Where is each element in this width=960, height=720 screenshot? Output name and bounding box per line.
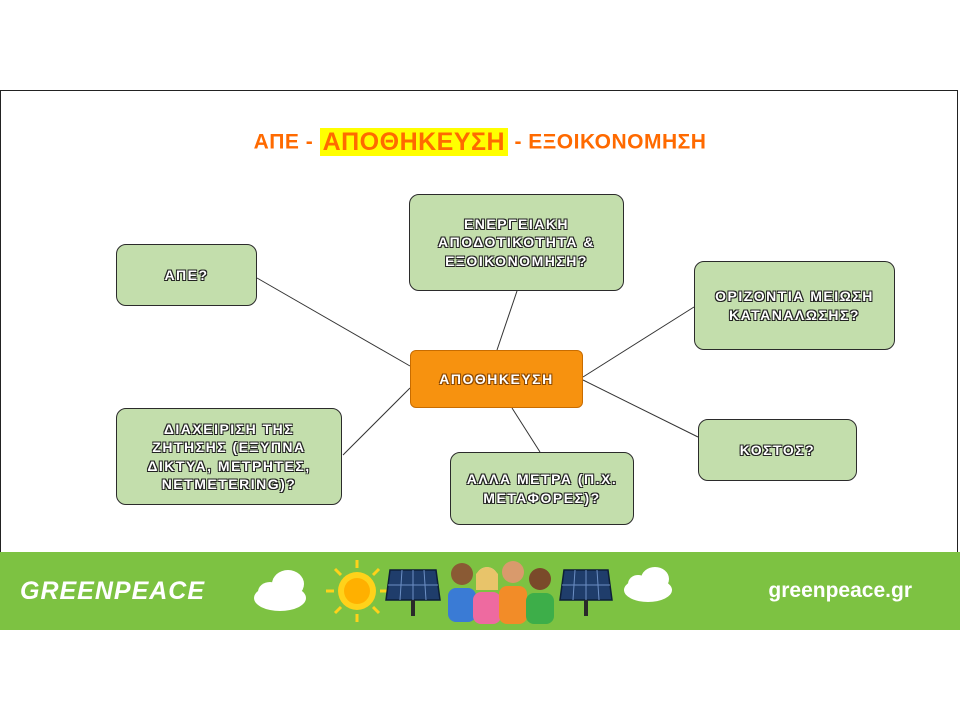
link-demand: [342, 387, 411, 456]
sun-icon: [326, 560, 388, 622]
cloud-icon: [624, 567, 672, 602]
footer-illustration: [254, 560, 672, 624]
node-res: ΑΠΕ?: [116, 244, 257, 306]
people-icon: [448, 561, 554, 624]
link-cost: [582, 379, 699, 438]
node-demand: ΔΙΑΧΕΙΡΙΣΗ ΤΗΣ ΖΗΤΗΣΗΣ (ΕΞΥΠΝΑ ΔΙΚΤΥΑ, Μ…: [116, 408, 342, 505]
link-res: [256, 277, 411, 367]
node-efficiency: ΕΝΕΡΓΕΙΑΚΗ ΑΠΟΔΟΤΙΚΟΤΗΤΑ & ΕΞΟΙΚΟΝΟΜΗΣΗ?: [409, 194, 624, 291]
website-link[interactable]: greenpeace.gr: [768, 579, 912, 602]
title-part-storage: ΑΠΟΘΗΚΕΥΣΗ: [319, 128, 509, 156]
title-part-res: ΑΠΕ -: [253, 130, 314, 154]
link-other: [511, 407, 541, 453]
cloud-icon: [254, 570, 306, 611]
solar-panel-icon: [385, 569, 441, 616]
node-storage: ΑΠΟΘΗΚΕΥΣΗ: [410, 350, 583, 408]
node-other-measures: ΑΛΛΑ ΜΕΤΡΑ (Π.Χ. ΜΕΤΑΦΟΡΕΣ)?: [450, 452, 634, 525]
link-limits: [582, 306, 695, 378]
greenpeace-logo: GREENPEACE: [20, 577, 206, 605]
link-efficiency: [496, 290, 518, 351]
node-limits: ΟΡΙΖΟΝΤΙΑ ΜΕΙΩΣΗ ΚΑΤΑΝΑΛΩΣΗΣ?: [694, 261, 895, 350]
title-part-savings: - ΕΞΟΙΚΟΝΟΜΗΣΗ: [514, 130, 707, 154]
slide-title: ΑΠΕ - ΑΠΟΘΗΚΕΥΣΗ - ΕΞΟΙΚΟΝΟΜΗΣΗ: [0, 128, 960, 157]
node-cost: ΚΟΣΤΟΣ?: [698, 419, 857, 481]
solar-panel-icon: [559, 569, 613, 616]
footer-banner: GREENPEACE: [0, 552, 960, 630]
